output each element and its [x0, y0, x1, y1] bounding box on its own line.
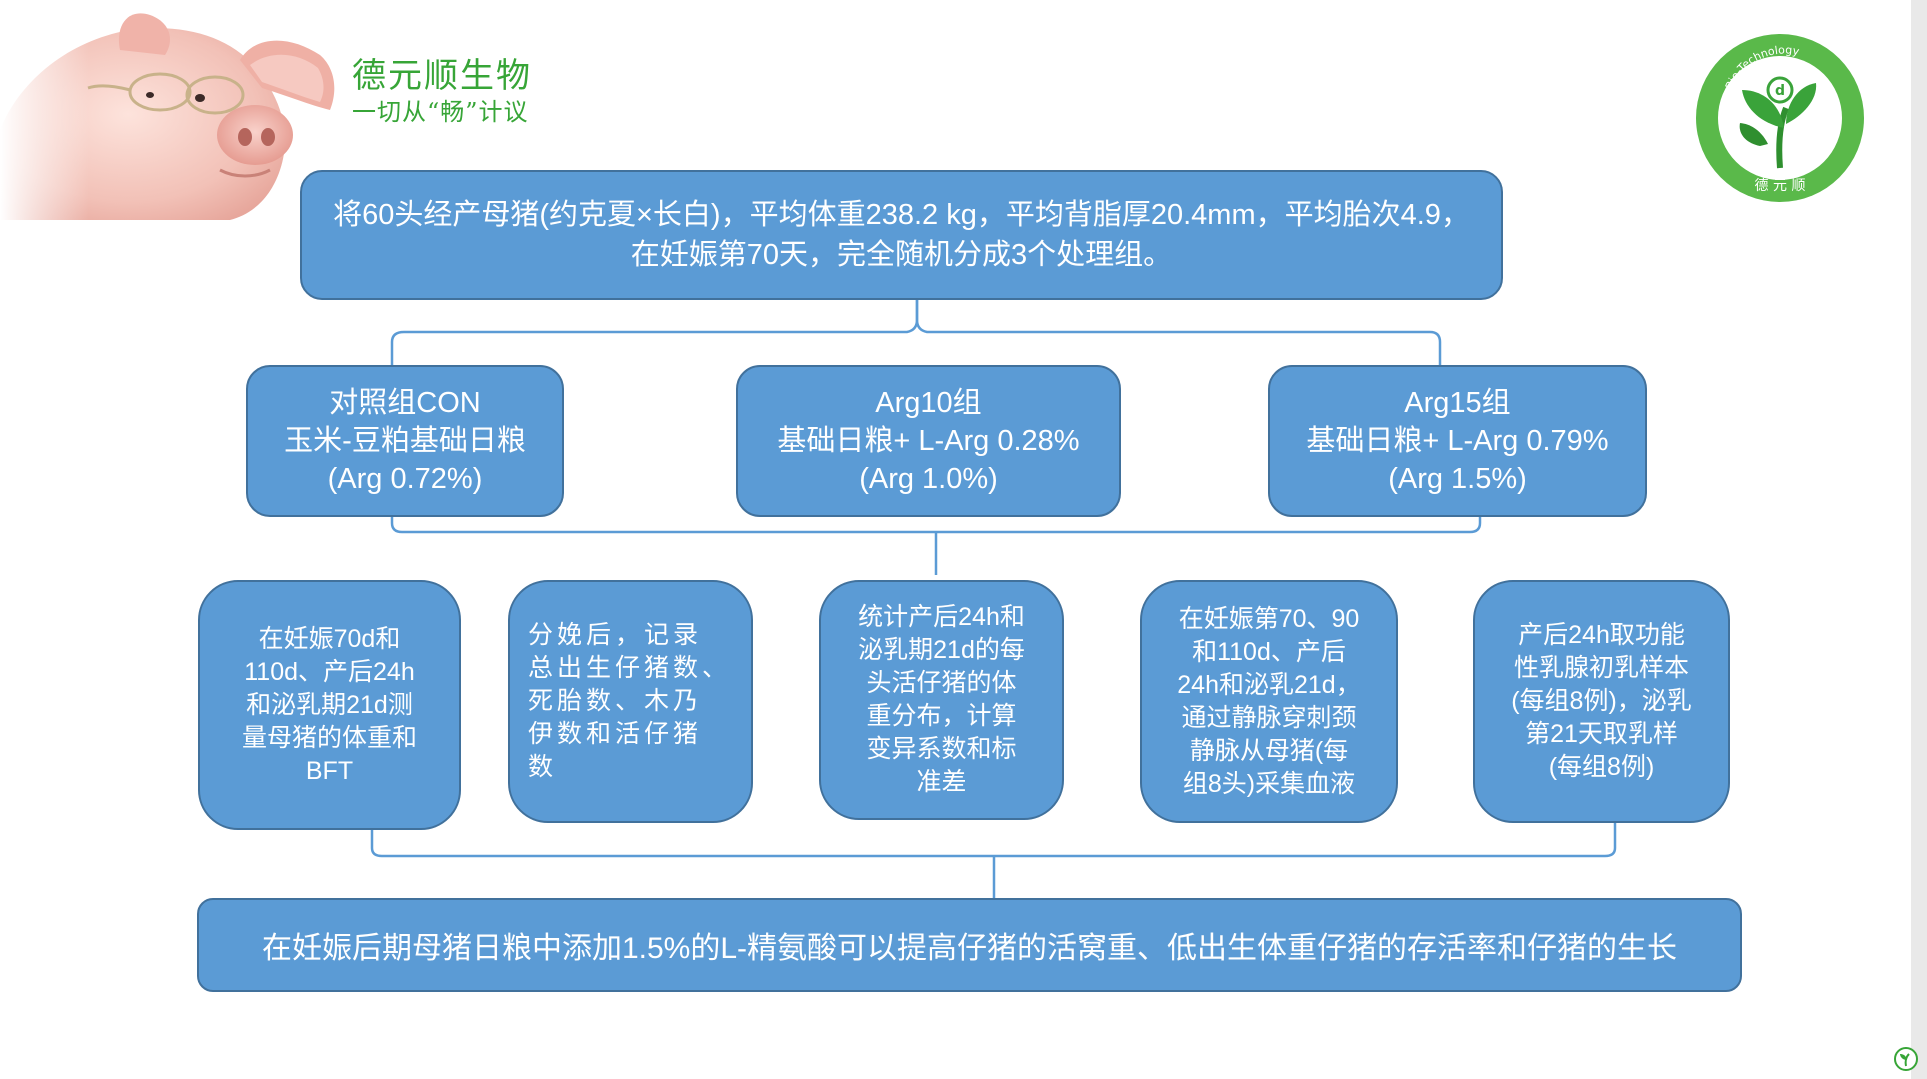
group-con-diet: 玉米-豆粕基础日粮	[284, 425, 526, 457]
group-con-arg: (Arg 0.72%)	[327, 463, 483, 495]
group-arg10-diet: 基础日粮+ L-Arg 0.28%	[777, 425, 1080, 457]
group-arg15-name: Arg15组	[1404, 387, 1511, 419]
logo-bottom-text: 德 元 顺	[1755, 178, 1806, 194]
measure-text: 统计产后24h和 泌乳期21d的每 头活仔猪的体 重分布，计算 变异系数和标 准…	[858, 603, 1025, 796]
measure-text: 在妊娠70d和 110d、产后24h 和泌乳期21d测 量母猪的体重和 BFT	[241, 624, 417, 785]
brand-title: 德元顺生物	[352, 56, 532, 96]
measure-box-piglet-weight-distribution: 统计产后24h和 泌乳期21d的每 头活仔猪的体 重分布，计算 变异系数和标 准…	[819, 580, 1064, 820]
measure-box-litter-records: 分娩后，记录 总出生仔猪数、 死胎数、木乃 伊数和活仔猪 数	[508, 580, 753, 823]
group-arg10-arg: (Arg 1.0%)	[859, 463, 998, 495]
brand-slogan: 一切从“畅”计议	[352, 98, 529, 126]
window-edge-bar	[1911, 0, 1927, 1079]
measure-text: 分娩后，记录 总出生仔猪数、 死胎数、木乃 伊数和活仔猪 数	[528, 621, 732, 781]
conclusion-text: 在妊娠后期母猪日粮中添加1.5%的L-精氨酸可以提高仔猪的活窝重、低出生体重仔猪…	[261, 932, 1678, 965]
logo-letter: d	[1775, 83, 1785, 99]
measure-text: 产后24h取功能 性乳腺初乳样本 (每组8例)，泌乳 第21天取乳样 (每组8例…	[1511, 621, 1692, 781]
group-arg10-name: Arg10组	[875, 387, 982, 419]
connector-top-left	[390, 300, 919, 365]
group-arg15-diet: 基础日粮+ L-Arg 0.79%	[1306, 425, 1609, 457]
group-box-arg10: Arg10组 基础日粮+ L-Arg 0.28% (Arg 1.0%)	[736, 365, 1121, 517]
company-logo: Bio-Technology d 德 元 顺	[1694, 32, 1866, 204]
measure-box-sow-weight-bft: 在妊娠70d和 110d、产后24h 和泌乳期21d测 量母猪的体重和 BFT	[198, 580, 461, 830]
conclusion-box: 在妊娠后期母猪日粮中添加1.5%的L-精氨酸可以提高仔猪的活窝重、低出生体重仔猪…	[197, 898, 1742, 992]
leaf-badge-icon	[1894, 1047, 1918, 1071]
study-design-box: 将60头经产母猪(约克夏×长白)，平均体重238.2 kg，平均背脂厚20.4m…	[300, 170, 1503, 300]
connector-top-right	[915, 300, 1442, 365]
group-box-arg15: Arg15组 基础日粮+ L-Arg 0.79% (Arg 1.5%)	[1268, 365, 1647, 517]
measure-text: 在妊娠第70、90 和110d、产后 24h和泌乳21d， 通过静脉穿刺颈 静脉…	[1177, 604, 1361, 798]
group-box-con: 对照组CON 玉米-豆粕基础日粮 (Arg 0.72%)	[246, 365, 564, 517]
measure-box-milk-sampling: 产后24h取功能 性乳腺初乳样本 (每组8例)，泌乳 第21天取乳样 (每组8例…	[1473, 580, 1730, 823]
group-con-name: 对照组CON	[329, 387, 481, 419]
pig-with-glasses-image	[0, 10, 355, 220]
study-design-text: 将60头经产母猪(约克夏×长白)，平均体重238.2 kg，平均背脂厚20.4m…	[333, 199, 1470, 271]
measure-box-blood-sampling: 在妊娠第70、90 和110d、产后 24h和泌乳21d， 通过静脉穿刺颈 静脉…	[1140, 580, 1398, 823]
connector-measures-bracket	[370, 823, 1617, 858]
group-arg15-arg: (Arg 1.5%)	[1388, 463, 1527, 495]
